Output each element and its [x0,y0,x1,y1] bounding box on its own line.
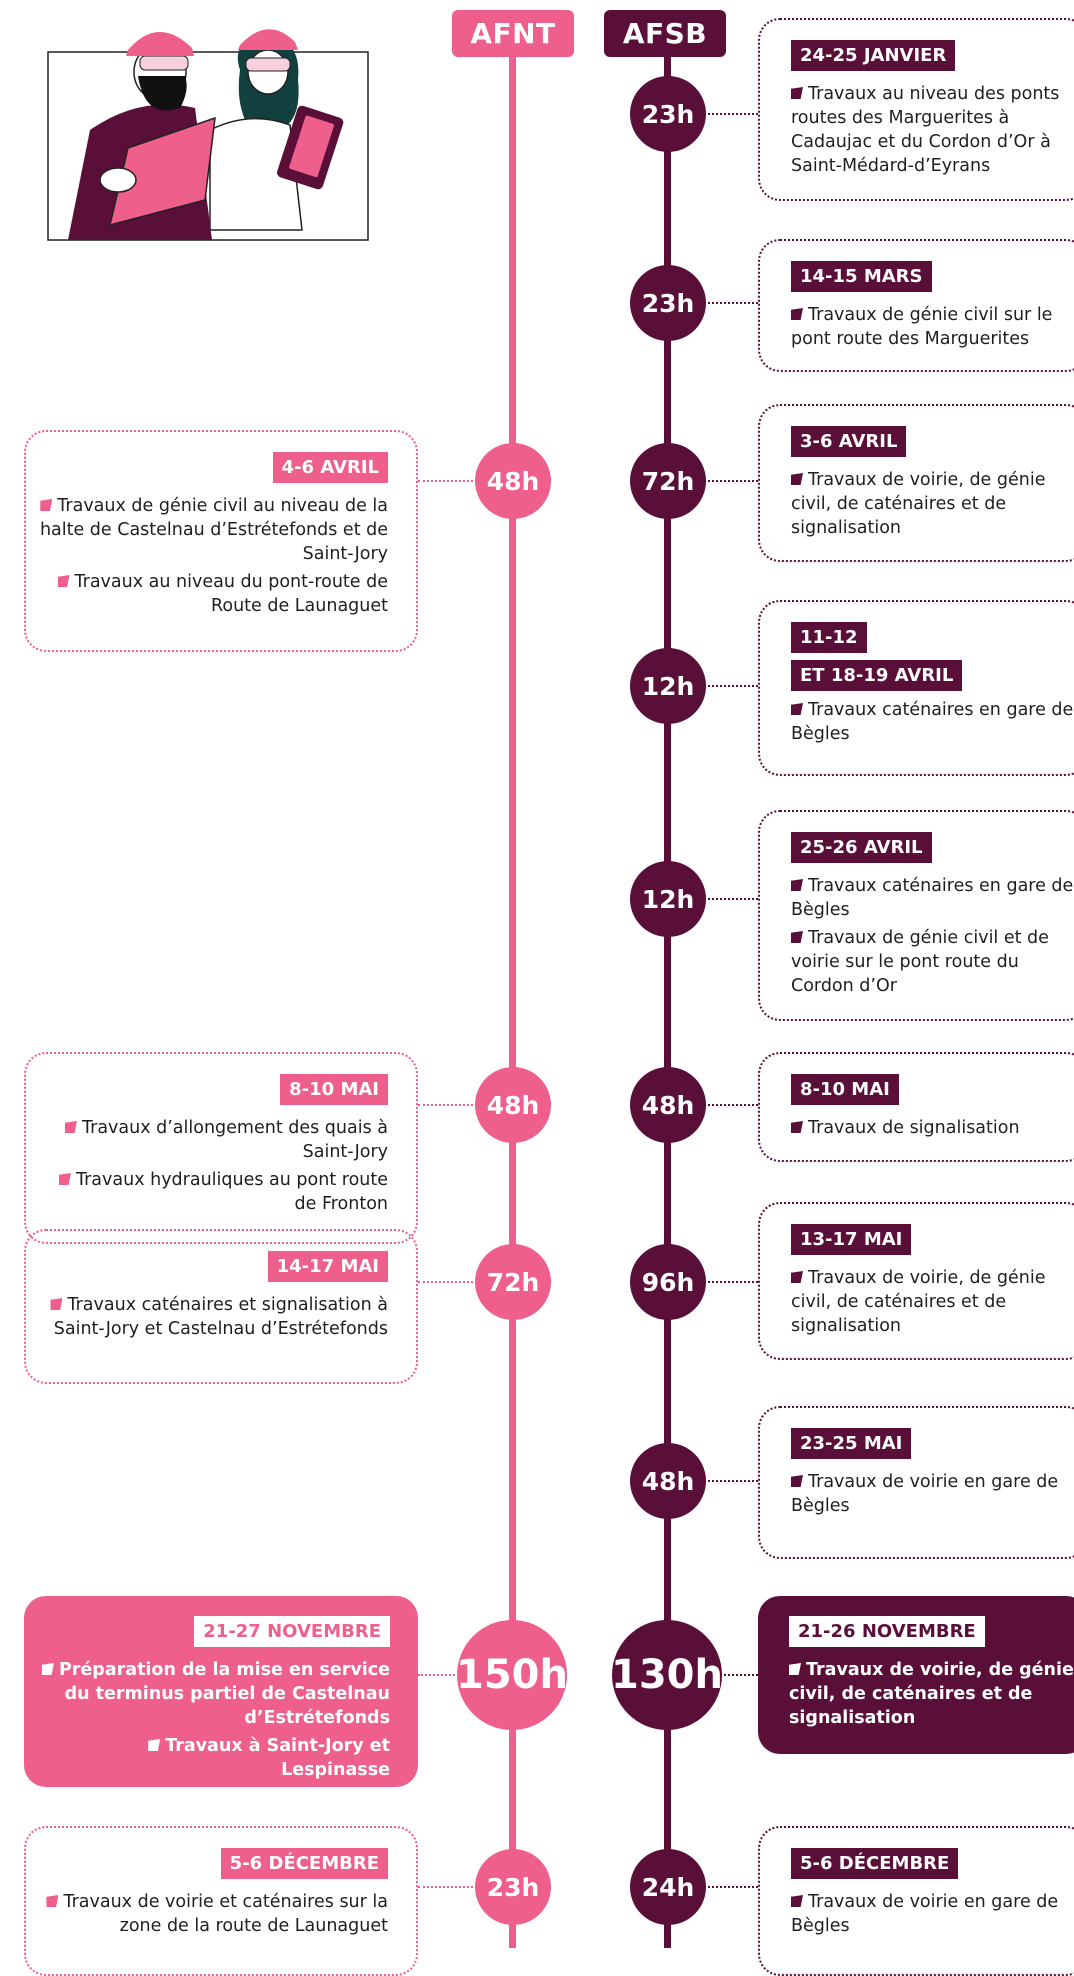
connector [418,1886,473,1888]
event-item: Travaux de génie civil au niveau de la h… [36,494,388,566]
event-item: Travaux d’allongement des quais à Saint-… [36,1116,388,1164]
event-card: 5-6 DÉCEMBRE Travaux de voirie en gare d… [758,1826,1074,1976]
duration-badge: 23h [630,265,706,341]
afsb-header: AFSB [604,10,726,57]
event-date: 25-26 AVRIL [791,832,932,863]
duration-badge: 72h [475,1244,551,1320]
connector [418,480,473,482]
event-date: 8-10 MAI [791,1074,899,1105]
event-item: Travaux de voirie en gare de Bègles [791,1470,1074,1518]
afnt-timeline-line [509,30,516,1948]
event-item: Travaux caténaires en gare de Bègles [791,698,1074,746]
event-date: 13-17 MAI [791,1224,912,1255]
connector [708,1281,758,1283]
event-card: 13-17 MAI Travaux de voirie, de génie ci… [758,1202,1074,1360]
event-card: 4-6 AVRIL Travaux de génie civil au nive… [24,430,418,652]
event-card: 8-10 MAI Travaux de signalisation [758,1052,1074,1162]
event-item: Travaux de voirie en gare de Bègles [791,1890,1074,1938]
event-date: 21-26 NOVEMBRE [789,1616,985,1647]
event-item: Travaux de génie civil et de voirie sur … [791,926,1074,998]
duration-badge: 24h [630,1849,706,1925]
duration-badge: 48h [630,1067,706,1143]
duration-badge: 150h [456,1620,568,1730]
event-item: Travaux de voirie, de génie civil, de ca… [791,468,1074,540]
connector [708,113,758,115]
event-date: 24-25 JANVIER [791,40,956,71]
duration-badge: 72h [630,443,706,519]
event-date: 14-17 MAI [267,1251,388,1282]
connector [708,1886,758,1888]
duration-badge: 96h [630,1244,706,1320]
connector [708,1480,758,1482]
event-item: Travaux de signalisation [791,1116,1074,1140]
connector [708,898,758,900]
event-card: 5-6 DÉCEMBRE Travaux de voirie et caténa… [24,1826,418,1976]
connector [708,480,758,482]
event-item: Travaux à Saint-Jory et Lespinasse [34,1734,390,1782]
event-date: 5-6 DÉCEMBRE [791,1848,959,1879]
duration-badge: 48h [630,1443,706,1519]
connector [708,302,758,304]
connector [418,1104,473,1106]
event-date: 8-10 MAI [280,1074,388,1105]
duration-badge: 12h [630,648,706,724]
workers-illustration [47,29,369,241]
connector [418,1281,473,1283]
event-card: 23-25 MAI Travaux de voirie en gare de B… [758,1406,1074,1559]
event-card: 21-27 NOVEMBRE Préparation de la mise en… [24,1596,418,1787]
event-card: 8-10 MAI Travaux d’allongement des quais… [24,1052,418,1244]
duration-badge: 48h [475,443,551,519]
event-date: 23-25 MAI [791,1428,912,1459]
event-date: 21-27 NOVEMBRE [194,1616,390,1647]
event-card: 14-15 MARS Travaux de génie civil sur le… [758,239,1074,372]
afnt-header: AFNT [452,10,574,57]
event-item: Travaux au niveau du pont-route de Route… [36,570,388,618]
event-date: 14-15 MARS [791,261,932,292]
connector [708,1104,758,1106]
duration-badge: 12h [630,861,706,937]
event-item: Travaux caténaires et signalisation à Sa… [36,1293,388,1341]
event-card: 11-12 ET 18-19 AVRIL Travaux caténaires … [758,600,1074,776]
event-card: 25-26 AVRIL Travaux caténaires en gare d… [758,810,1074,1021]
event-item: Travaux de voirie, de génie civil, de ca… [791,1266,1074,1338]
connector [724,1674,758,1676]
event-card: 14-17 MAI Travaux caténaires et signalis… [24,1229,418,1384]
event-item: Travaux de génie civil sur le pont route… [791,303,1074,351]
event-date: 3-6 AVRIL [791,426,907,457]
event-date: 11-12 [791,622,867,653]
event-item: Travaux caténaires en gare de Bègles [791,874,1074,922]
event-card: 21-26 NOVEMBRE Travaux de voirie, de gén… [758,1596,1074,1754]
event-card: 24-25 JANVIER Travaux au niveau des pont… [758,18,1074,201]
event-date: 5-6 DÉCEMBRE [220,1848,388,1879]
duration-badge: 130h [611,1620,723,1730]
connector [418,1674,455,1676]
event-card: 3-6 AVRIL Travaux de voirie, de génie ci… [758,404,1074,562]
duration-badge: 48h [475,1067,551,1143]
event-item: Travaux au niveau des ponts routes des M… [791,82,1074,178]
afsb-timeline-line [664,30,671,1948]
event-item: Travaux de voirie et caténaires sur la z… [36,1890,388,1938]
connector [708,685,758,687]
event-item: Travaux hydrauliques au pont route de Fr… [36,1168,388,1216]
duration-badge: 23h [630,76,706,152]
event-item: Préparation de la mise en service du ter… [34,1658,390,1730]
event-date: 4-6 AVRIL [272,452,388,483]
event-date: ET 18-19 AVRIL [791,660,963,691]
duration-badge: 23h [475,1849,551,1925]
event-item: Travaux de voirie, de génie civil, de ca… [789,1658,1074,1730]
